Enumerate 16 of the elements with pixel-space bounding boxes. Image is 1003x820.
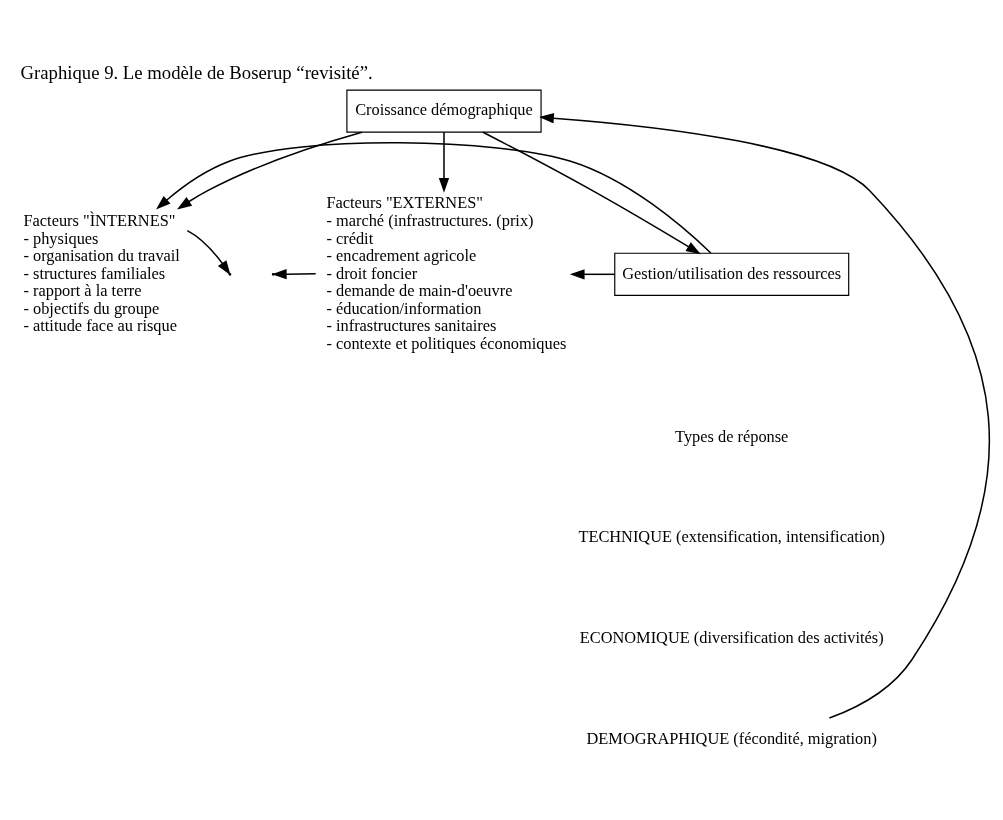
diagram-title: Graphique 9. Le modèle de Boserup “revisité”. bbox=[20, 62, 373, 84]
label: TECHNIQUE (extensification, intensification) bbox=[578, 527, 886, 547]
node-box: Croissance démographique bbox=[346, 89, 542, 133]
arrow bbox=[569, 269, 616, 280]
arrow bbox=[156, 142, 712, 254]
node-box: Gestion/utilisation des ressources bbox=[614, 252, 850, 296]
arrow bbox=[482, 131, 701, 255]
node-text: Facteurs "EXTERNES" - marché (infrastructures. (prix) - crédit - encadrement agricole - droit foncier - demande de main-d'oeuvre - éducation/information - infrastructures sanitaires - contexte et politiques économiques bbox=[326, 193, 567, 353]
arrow bbox=[438, 131, 450, 193]
label: ECONOMIQUE (diversification des activités) bbox=[579, 628, 884, 647]
label: Types de réponse bbox=[675, 426, 789, 446]
node-text: Facteurs "ÌNTERNES" - physiques - organisation du travail - structures familiales - rapport à la terre - objectifs du groupe - attitude face au risque bbox=[23, 211, 180, 336]
node-text: DEMOGRAPHIQUE (fécondité, migration) bbox=[586, 728, 877, 748]
arrow bbox=[186, 229, 231, 276]
arrow bbox=[539, 113, 990, 719]
arrow bbox=[177, 131, 363, 210]
